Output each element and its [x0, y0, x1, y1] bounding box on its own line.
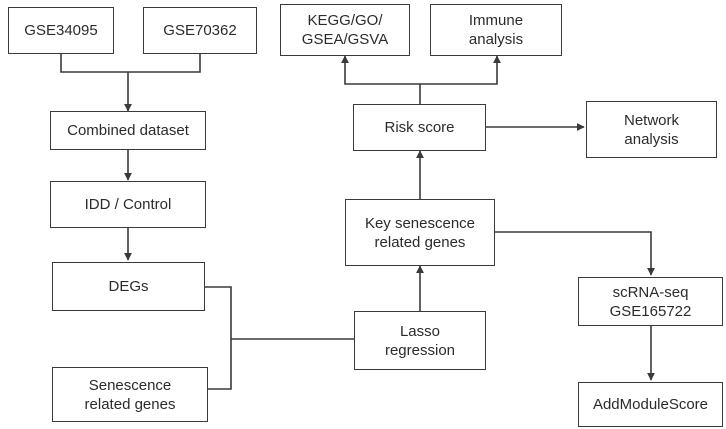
node-degs: DEGs [52, 262, 205, 311]
node-immune-analysis-label: Immune analysis [468, 12, 524, 48]
connector-gse34095 [60, 54, 128, 73]
node-network-analysis-label: Network analysis [623, 111, 679, 148]
node-lasso-regression-label: Lasso regression [384, 322, 456, 359]
node-idd-control: IDD / Control [50, 181, 206, 228]
connector-degs [205, 286, 232, 339]
node-idd-control-label: IDD / Control [84, 196, 172, 213]
arrow-to-scrna [495, 231, 655, 276]
node-senescence-genes-label: Senescence related genes [84, 376, 176, 413]
node-lasso-regression: Lasso regression [354, 311, 486, 370]
connector-risk-up [341, 55, 421, 104]
node-gse34095-label: GSE34095 [24, 22, 98, 39]
node-addmodulescore: AddModuleScore [578, 382, 723, 427]
node-network-analysis: Network analysis [586, 101, 717, 158]
node-addmodulescore-label: AddModuleScore [592, 396, 709, 413]
node-gse34095: GSE34095 [8, 7, 114, 54]
node-combined-dataset: Combined dataset [50, 111, 206, 150]
node-risk-score-label: Risk score [384, 119, 455, 136]
node-scrna-seq: scRNA-seq GSE165722 [578, 277, 723, 326]
connector-gse70362 [128, 54, 201, 73]
node-risk-score: Risk score [353, 104, 486, 151]
node-immune-analysis: Immune analysis [430, 4, 562, 56]
node-gse70362: GSE70362 [143, 7, 257, 54]
node-key-senescence-genes: Key senescence related genes [345, 199, 495, 266]
node-key-senescence-genes-label: Key senescence related genes [364, 214, 476, 251]
node-degs-label: DEGs [108, 278, 149, 295]
connector-senescence [208, 339, 232, 390]
arrow-to-immune [420, 55, 501, 85]
node-gse70362-label: GSE70362 [163, 22, 237, 39]
node-kegg-go-gsea-gsva-label: KEGG/GO/ GSEA/GSVA [301, 12, 389, 48]
node-kegg-go-gsea-gsva: KEGG/GO/ GSEA/GSVA [280, 4, 410, 56]
node-senescence-genes: Senescence related genes [52, 367, 208, 422]
node-combined-dataset-label: Combined dataset [67, 122, 189, 139]
node-scrna-seq-label: scRNA-seq GSE165722 [609, 283, 692, 320]
